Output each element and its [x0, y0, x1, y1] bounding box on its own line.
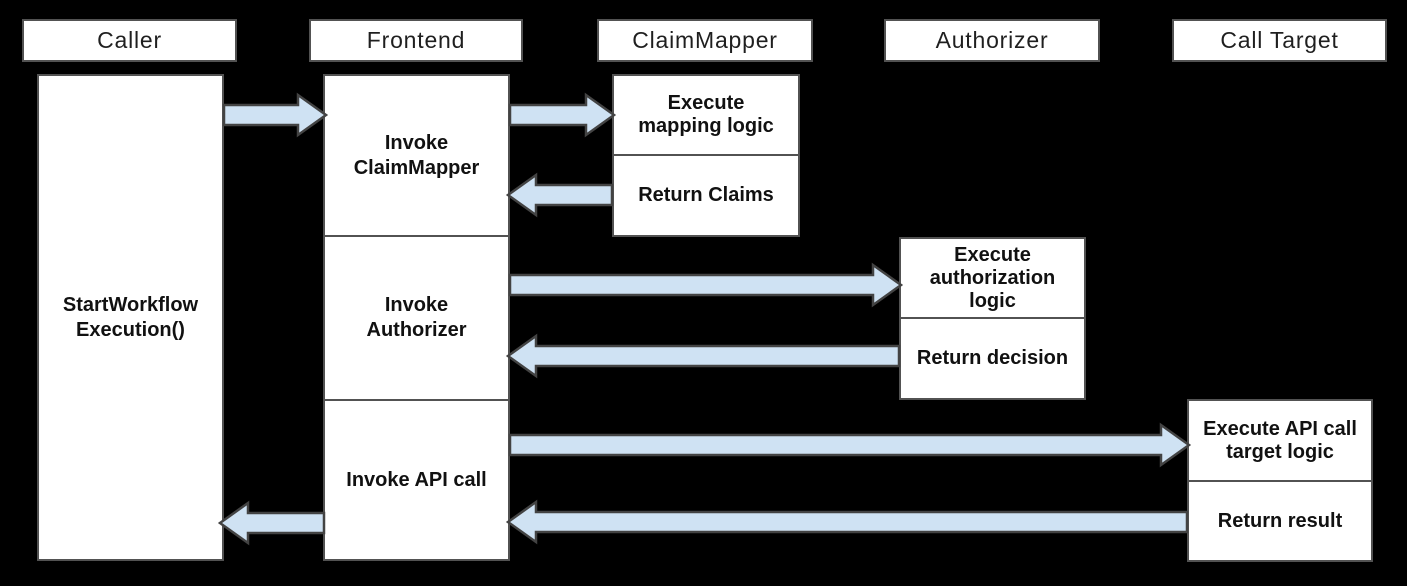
- box-invoke-authorizer: Invoke Authorizer: [325, 235, 508, 399]
- lifeline-header-authorizer: Authorizer: [884, 19, 1100, 62]
- box-execute-authorization-line: Execute: [954, 243, 1031, 266]
- box-execute-authorization-logic: Execute authorization logic: [901, 239, 1084, 317]
- box-return-result-line: Return result: [1217, 509, 1343, 532]
- arrow-authorizer-to-frontend: [505, 333, 901, 379]
- box-execute-authorization-line: logic: [969, 289, 1016, 312]
- box-invoke-api-call-line: Invoke API call: [346, 468, 487, 491]
- box-invoke-claimmapper-line: Invoke: [384, 131, 449, 154]
- activation-caller: StartWorkflow Execution(): [37, 74, 224, 561]
- box-invoke-claimmapper-line: ClaimMapper: [353, 156, 480, 179]
- activation-calltarget: Execute API call target logic Return res…: [1187, 399, 1373, 562]
- box-execute-mapping-line: mapping logic: [638, 115, 774, 137]
- lifeline-header-frontend: Frontend: [309, 19, 523, 62]
- box-return-claims-line: Return Claims: [638, 184, 774, 206]
- activation-frontend: Invoke ClaimMapper Invoke Authorizer Inv…: [323, 74, 510, 561]
- box-execute-api-target-line: target logic: [1226, 440, 1334, 463]
- activation-authorizer: Execute authorization logic Return decis…: [899, 237, 1086, 400]
- box-invoke-api-call: Invoke API call: [325, 399, 508, 559]
- arrow-calltarget-to-frontend: [505, 499, 1189, 545]
- box-invoke-claimmapper: Invoke ClaimMapper: [325, 76, 508, 235]
- box-start-workflow-execution: StartWorkflow Execution(): [39, 76, 222, 559]
- box-execute-authorization-line: authorization: [929, 266, 1056, 289]
- box-start-workflow-line: Execution(): [76, 318, 185, 341]
- arrow-frontend-to-claimmapper: [508, 92, 617, 138]
- arrow-frontend-to-calltarget: [508, 422, 1192, 468]
- box-start-workflow-line: StartWorkflow: [62, 293, 199, 316]
- arrow-frontend-to-caller: [217, 500, 326, 546]
- box-invoke-authorizer-line: Invoke: [384, 294, 449, 316]
- box-return-decision: Return decision: [901, 317, 1084, 398]
- lifeline-header-claimmapper: ClaimMapper: [597, 19, 813, 62]
- box-execute-api-target-logic: Execute API call target logic: [1189, 401, 1371, 480]
- box-execute-mapping-line: Execute: [667, 92, 745, 114]
- activation-claimmapper: Execute mapping logic Return Claims: [612, 74, 800, 237]
- arrow-frontend-to-authorizer: [508, 262, 904, 308]
- box-invoke-authorizer-line: Authorizer: [366, 319, 467, 341]
- lifeline-header-calltarget: Call Target: [1172, 19, 1387, 62]
- box-return-decision-line: Return decision: [916, 347, 1069, 369]
- box-execute-mapping-logic: Execute mapping logic: [614, 76, 798, 154]
- arrow-claimmapper-to-frontend: [505, 172, 614, 218]
- box-execute-api-target-line: Execute API call: [1203, 417, 1357, 440]
- box-return-claims: Return Claims: [614, 154, 798, 235]
- arrow-caller-to-frontend: [222, 92, 329, 138]
- lifeline-header-caller: Caller: [22, 19, 237, 62]
- box-return-result: Return result: [1189, 480, 1371, 560]
